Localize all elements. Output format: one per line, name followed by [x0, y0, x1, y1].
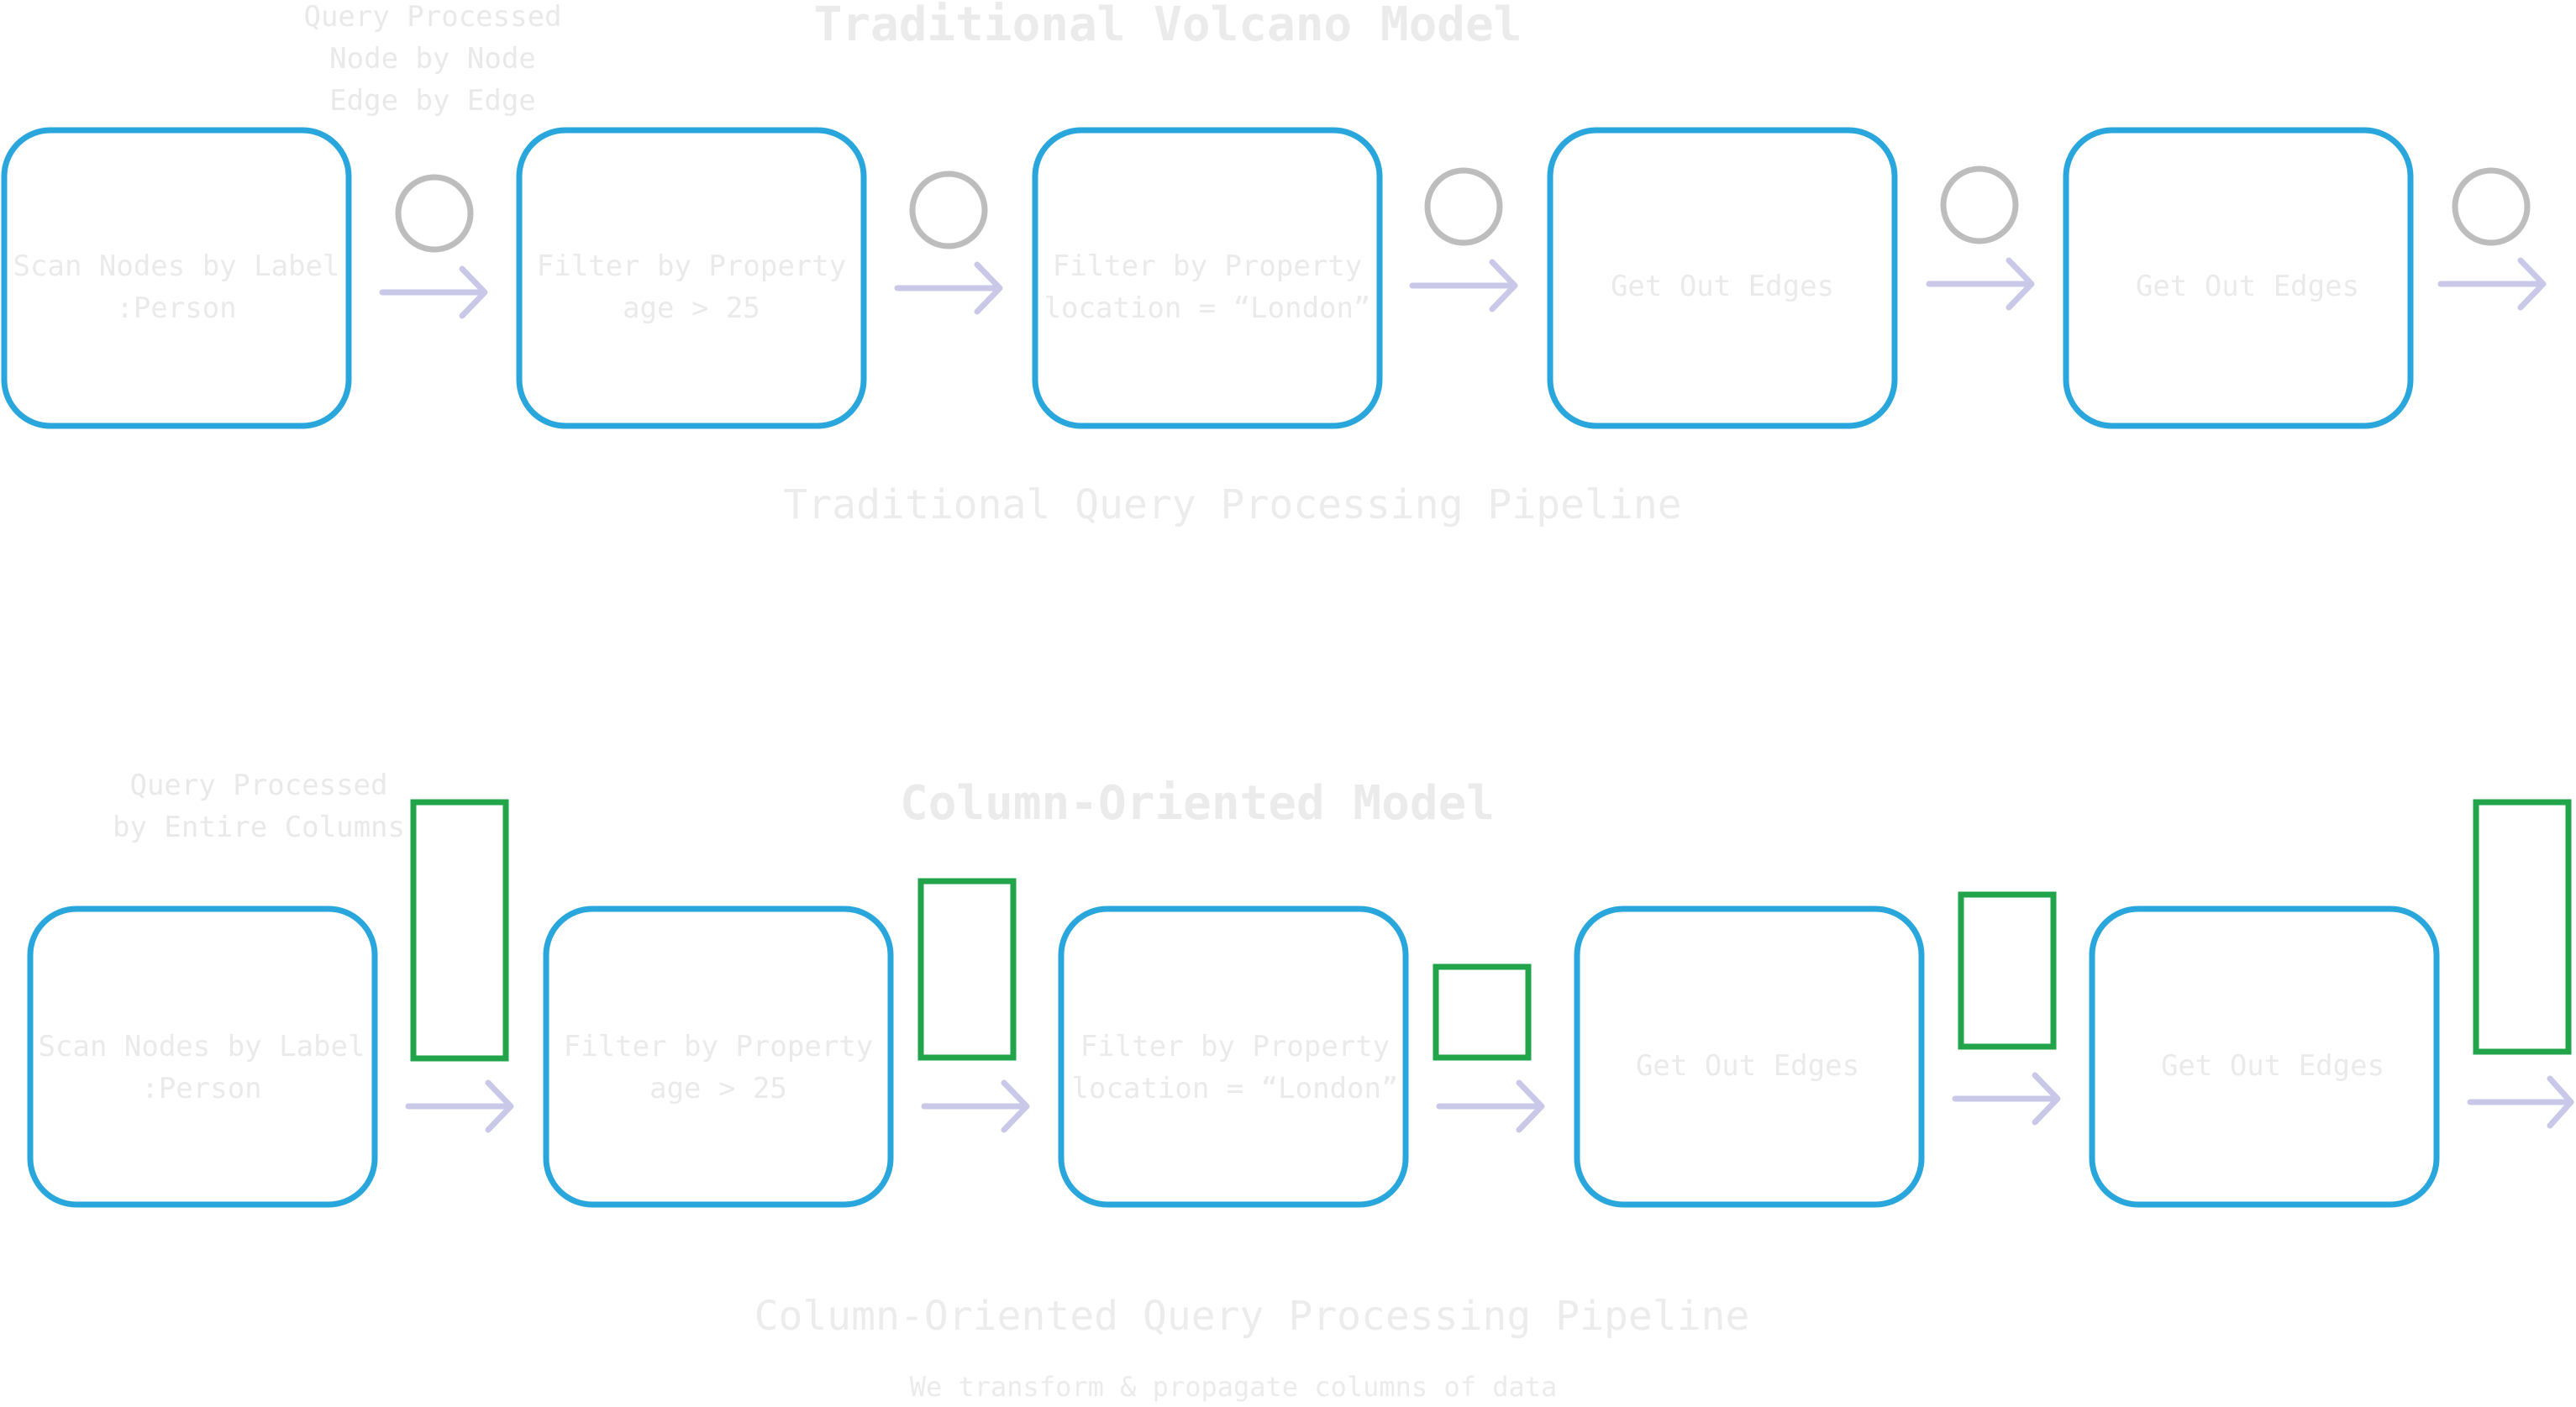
volcano-arrow-4 [1926, 257, 2035, 311]
volcano-note-line-3: Edge by Edge [329, 84, 536, 118]
column-note-line-2: by Entire Columns [113, 811, 405, 844]
column-node-5: Get Out Edges [2089, 906, 2440, 1208]
column-marker-3 [1433, 963, 1532, 1061]
volcano-node-5-box [2063, 127, 2414, 429]
volcano-node-1-line-1: Scan Nodes by Label [13, 249, 340, 283]
column-node-2-line-1: Filter by Property [564, 1030, 873, 1063]
volcano-node-1-line-2: :Person [116, 291, 236, 325]
column-node-1-line-1: Scan Nodes by Label [39, 1030, 365, 1063]
column-node-1: Scan Nodes by Label :Person [27, 906, 378, 1208]
column-node-1-line-2: :Person [141, 1072, 261, 1105]
column-node-3: Filter by Property location = “London” [1058, 906, 1409, 1208]
volcano-node-1: Scan Nodes by Label :Person [1, 127, 352, 429]
column-node-4-line-1: Get Out Edges [1636, 1049, 1859, 1083]
column-node-1-box [27, 906, 378, 1208]
column-arrow-3 [1436, 1079, 1545, 1133]
volcano-node-3-line-1: Filter by Property [1053, 249, 1362, 283]
volcano-note-line-1: Query Processed [303, 0, 561, 34]
row-marker-1 [395, 174, 474, 253]
volcano-arrow-3 [1409, 259, 1518, 312]
row-marker-2 [909, 171, 988, 249]
volcano-arrow-1 [379, 265, 488, 319]
volcano-node-3-line-2: location = “London” [1044, 291, 1371, 325]
column-node-3-line-2: location = “London” [1072, 1072, 1399, 1105]
column-pipeline-label: Column-Oriented Query Processing Pipelin… [754, 1293, 1750, 1340]
column-title: Column-Oriented Model [900, 776, 1495, 831]
volcano-node-4: Get Out Edges [1547, 127, 1898, 429]
column-note-line-1: Query Processed [129, 769, 387, 802]
row-marker-4 [1940, 165, 2019, 244]
volcano-node-2-line-2: age > 25 [623, 291, 760, 325]
column-subtitle: We transform & propagate columns of data [910, 1371, 1558, 1403]
column-node-4: Get Out Edges [1574, 906, 1925, 1208]
volcano-node-3-box [1032, 127, 1383, 429]
column-node-3-box [1058, 906, 1409, 1208]
volcano-node-2: Filter by Property age > 25 [516, 127, 867, 429]
volcano-node-5: Get Out Edges [2063, 127, 2414, 429]
volcano-pipeline-label: Traditional Query Processing Pipeline [783, 481, 1681, 528]
volcano-arrow-2 [894, 261, 1003, 315]
column-marker-2 [917, 878, 1017, 1061]
column-arrow-5 [2467, 1075, 2574, 1129]
column-arrow-1 [405, 1079, 514, 1133]
volcano-node-1-box [1, 127, 352, 429]
column-node-2-box [543, 906, 894, 1208]
column-node-3-line-1: Filter by Property [1080, 1030, 1390, 1063]
column-marker-5 [2473, 799, 2572, 1055]
volcano-node-4-line-1: Get Out Edges [1611, 270, 1834, 303]
row-marker-5 [2452, 167, 2531, 246]
volcano-note-line-2: Node by Node [329, 42, 536, 76]
volcano-node-4-box [1547, 127, 1898, 429]
volcano-node-3: Filter by Property location = “London” [1032, 127, 1383, 429]
column-node-5-box [2089, 906, 2440, 1208]
column-marker-4 [1958, 891, 2057, 1050]
column-arrow-2 [921, 1079, 1030, 1133]
volcano-node-2-box [516, 127, 867, 429]
column-node-2: Filter by Property age > 25 [543, 906, 894, 1208]
column-node-2-line-2: age > 25 [649, 1072, 787, 1105]
column-node-4-box [1574, 906, 1925, 1208]
column-arrow-4 [1952, 1072, 2061, 1126]
column-marker-1 [410, 799, 509, 1062]
volcano-node-5-line-1: Get Out Edges [2136, 270, 2359, 303]
column-node-5-line-1: Get Out Edges [2161, 1049, 2384, 1083]
volcano-node-2-line-1: Filter by Property [537, 249, 846, 283]
volcano-arrow-5 [2437, 257, 2547, 311]
volcano-title: Traditional Volcano Model [814, 0, 1522, 52]
row-marker-3 [1424, 167, 1503, 246]
